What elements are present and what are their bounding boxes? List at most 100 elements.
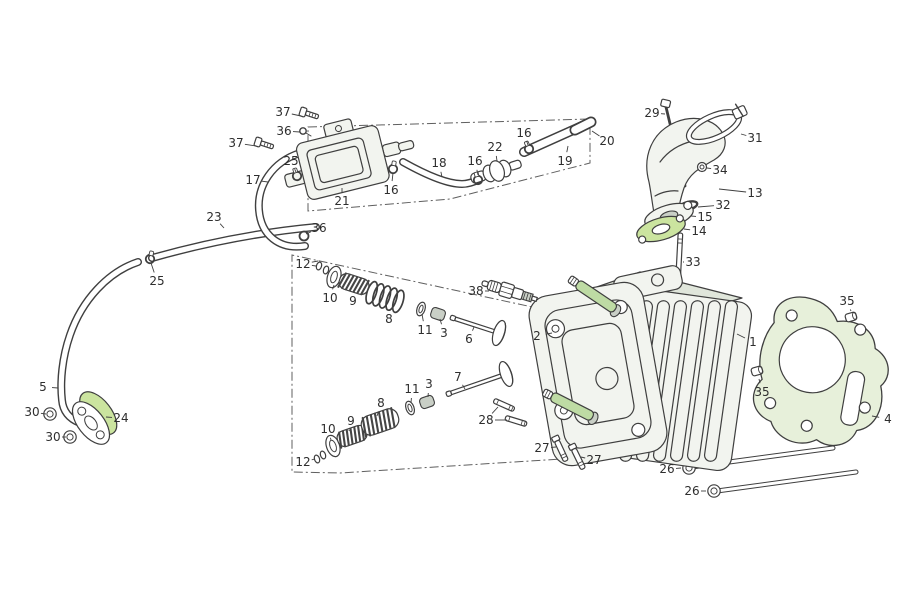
valve-guide-3b	[418, 394, 436, 410]
outer-valve-spring-8b	[357, 405, 403, 439]
svg-text:23: 23	[206, 210, 221, 224]
manifold-clamp-31	[685, 103, 748, 145]
svg-text:3: 3	[425, 377, 433, 391]
svg-text:37: 37	[275, 105, 290, 119]
svg-text:11: 11	[417, 323, 432, 337]
exhaust-stud-28b	[504, 414, 528, 428]
svg-text:19: 19	[557, 154, 572, 168]
svg-text:27: 27	[534, 441, 549, 455]
svg-text:37: 37	[228, 136, 243, 150]
callout-3: 3	[439, 318, 448, 340]
svg-text:25: 25	[149, 274, 164, 288]
svg-text:15: 15	[697, 210, 712, 224]
intake-valve-6	[449, 314, 507, 347]
callout-7: 7	[454, 370, 466, 390]
svg-text:1: 1	[749, 335, 757, 349]
callout-32: 32	[697, 198, 731, 212]
callout-16: 16	[516, 126, 532, 146]
intake-stud-lower	[541, 388, 599, 426]
breather-group-boundary	[307, 118, 591, 212]
breather-pipe-19-20	[519, 116, 597, 157]
svg-text:11: 11	[404, 382, 419, 396]
valve-stem-seal-11b	[404, 400, 416, 416]
callout-30: 30	[24, 405, 47, 419]
callout-11: 11	[404, 382, 420, 404]
callout-16: 16	[467, 154, 483, 176]
valve-cotters-12b	[313, 450, 327, 464]
svg-text:3: 3	[440, 326, 448, 340]
cover-bolt-37b	[253, 136, 276, 152]
svg-text:9: 9	[347, 414, 355, 428]
svg-text:4: 4	[884, 412, 892, 426]
pipe-flange-24	[71, 401, 111, 445]
callout-8: 8	[385, 304, 393, 326]
outer-valve-spring-8a	[362, 279, 408, 315]
valve-stem-seal-11a	[416, 301, 426, 317]
callout-30: 30	[45, 430, 66, 444]
callout-19: 19	[557, 145, 573, 168]
svg-text:29: 29	[644, 106, 659, 120]
svg-text:6: 6	[465, 332, 473, 346]
callout-10: 10	[320, 422, 336, 441]
svg-text:16: 16	[516, 126, 531, 140]
svg-text:14: 14	[691, 224, 706, 238]
svg-text:33: 33	[685, 255, 700, 269]
breather-pipe-5	[57, 258, 142, 427]
svg-text:12: 12	[295, 455, 310, 469]
manifold-bolt-34	[696, 161, 708, 173]
callout-16: 16	[383, 172, 399, 197]
head-gasket-4	[752, 296, 889, 447]
callout-37: 37	[275, 105, 302, 119]
callout-31: 31	[740, 131, 763, 145]
manifold-gasket-14	[636, 214, 686, 244]
svg-text:13: 13	[747, 186, 762, 200]
callout-11: 11	[417, 313, 433, 337]
callout-17: 17	[245, 173, 269, 187]
callout-8: 8	[376, 396, 385, 417]
hose-grommet-36b	[298, 230, 310, 242]
breather-hose-17	[254, 149, 309, 251]
svg-text:10: 10	[320, 422, 335, 436]
svg-text:12: 12	[295, 257, 310, 271]
dowel-pin-35a	[844, 311, 858, 323]
svg-text:31: 31	[747, 131, 762, 145]
cylinder-head-1	[528, 265, 753, 472]
callout-23: 23	[206, 210, 225, 229]
svg-text:25: 25	[283, 154, 298, 168]
callout-25: 25	[149, 262, 165, 288]
svg-text:16: 16	[467, 154, 482, 168]
valve-guide-3a	[430, 306, 446, 322]
callout-34: 34	[706, 163, 728, 177]
valve-cotters-12a	[315, 261, 330, 275]
svg-text:21: 21	[334, 194, 349, 208]
spark-plug-38	[481, 279, 538, 303]
exhaust-valve-7	[445, 360, 514, 397]
callout-22: 22	[487, 140, 503, 162]
svg-text:24: 24	[113, 411, 128, 425]
svg-text:36: 36	[276, 124, 291, 138]
callout-10: 10	[322, 284, 338, 305]
svg-text:30: 30	[45, 430, 60, 444]
callout-9: 9	[347, 414, 355, 432]
svg-text:35: 35	[839, 294, 854, 308]
inner-valve-spring-9a	[336, 270, 372, 298]
callout-36: 36	[305, 221, 327, 235]
callout-6: 6	[465, 326, 475, 346]
svg-text:8: 8	[377, 396, 385, 410]
hose-clamp-16a	[387, 159, 400, 175]
svg-text:16: 16	[383, 183, 398, 197]
exhaust-stud-28a	[492, 397, 516, 413]
callout-2: 2	[533, 329, 553, 343]
svg-text:9: 9	[349, 294, 357, 308]
callout-33: 33	[683, 255, 701, 269]
valve-group-boundary	[291, 254, 626, 474]
cylinder-stud-26b	[707, 469, 859, 498]
callout-29: 29	[644, 106, 666, 120]
callout-24: 24	[105, 411, 129, 425]
callout-27: 27	[580, 453, 602, 467]
svg-text:28: 28	[478, 413, 493, 427]
callout-21: 21	[334, 188, 350, 208]
callout-13: 13	[718, 186, 763, 200]
svg-text:7: 7	[454, 370, 462, 384]
svg-text:17: 17	[245, 173, 260, 187]
